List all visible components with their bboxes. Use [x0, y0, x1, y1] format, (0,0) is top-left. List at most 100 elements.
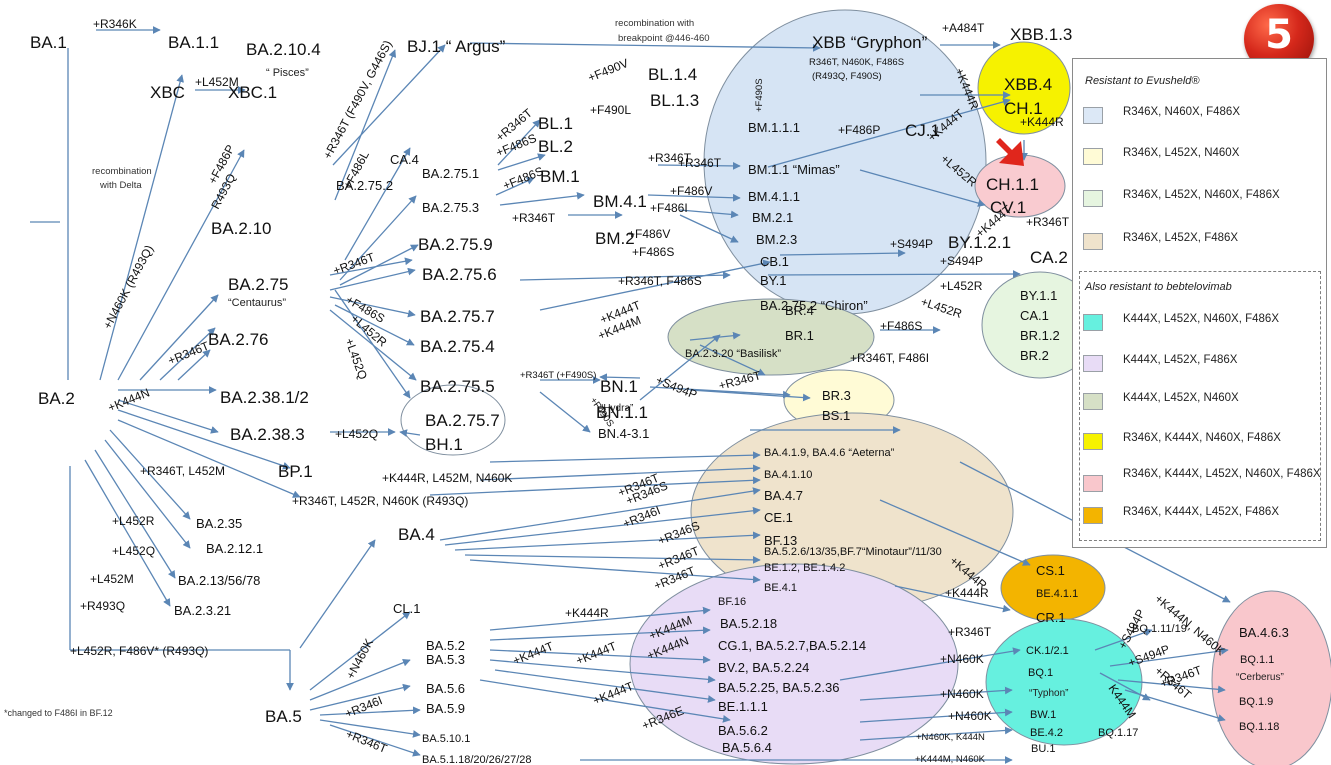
lineage-label: BA.2.75.2 — [336, 178, 393, 193]
lineage-label: BQ.1.17 — [1098, 727, 1138, 739]
lineage-label: BJ.1 “ Argus” — [407, 37, 506, 56]
lineage-label: BQ.1.9 — [1239, 696, 1273, 708]
mutation-label: +F486V — [628, 227, 670, 241]
connector-line — [104, 439, 191, 549]
lineage-label: BA.5.3 — [426, 652, 465, 667]
lineage-label: BN.4-3.1 — [598, 426, 649, 441]
lineage-label: CJ.1 — [905, 121, 940, 140]
lineage-label: BE.4.2 — [1030, 727, 1063, 739]
connector-line — [99, 74, 184, 381]
mutation-label: +K444T — [574, 639, 619, 668]
mutation-label: +S494P — [654, 373, 699, 402]
connector-line — [639, 334, 721, 401]
lineage-label: BA.2.75.1 — [422, 166, 479, 181]
mutation-label: +R346T — [1026, 215, 1070, 229]
connector-line — [469, 42, 821, 52]
lineage-label: CA.4 — [390, 152, 419, 167]
connector-line — [699, 344, 766, 376]
br4-region — [667, 298, 875, 376]
mutation-label: +K444R — [945, 586, 989, 600]
lineage-label: BL.1.4 — [648, 65, 697, 84]
lineage-label: XBB.1.3 — [1010, 25, 1072, 44]
mutation-label: +R346K — [93, 17, 137, 31]
nickname-label: “Hydra” — [600, 403, 633, 414]
lineage-label: BM.1 — [540, 167, 580, 186]
lineage-label: XBC.1 — [228, 83, 277, 102]
connector-line — [859, 169, 986, 207]
connector-line — [309, 611, 411, 691]
mutation-label: +F490L — [590, 103, 631, 117]
mutation-label: (R493Q, F490S) — [812, 71, 882, 82]
lineage-label: BA.4 — [398, 525, 435, 544]
mutation-label: +R346T — [512, 211, 556, 225]
connector-line — [879, 499, 1031, 566]
connector-line — [479, 464, 761, 481]
mutation-label: +L452R — [940, 279, 983, 293]
lineage-label: BR.1.2 — [1020, 328, 1060, 343]
lineage-label: BA.4.6.3 — [1239, 625, 1289, 640]
mutation-label: +N460K (R493Q) — [100, 243, 156, 332]
mutation-label: +K444R — [565, 606, 609, 620]
legend-entry-label: R346X, K444X, L452X, F486X — [1123, 506, 1279, 518]
lineage-label: BA.4.7 — [764, 488, 803, 503]
mutation-label: +L452R, F486V* (R493Q) — [70, 644, 208, 658]
lineage-label: BS.1 — [822, 408, 850, 423]
connector-line — [329, 724, 421, 757]
connector-line — [309, 683, 411, 711]
connector-line — [779, 249, 906, 258]
lineage-label: BA.2.10.4 — [246, 40, 321, 59]
lineage-label: XBC — [150, 83, 185, 102]
connector-line — [454, 531, 761, 551]
connector-line — [339, 195, 417, 281]
lineage-label: BQ.1.1 — [1240, 654, 1274, 666]
mutation-label: +R346T, F486S — [618, 274, 702, 288]
connector-line — [177, 349, 211, 381]
mutation-label: +L452Q — [335, 427, 378, 441]
lineage-label: BF.16 — [718, 596, 746, 608]
connector-line — [497, 119, 541, 166]
lineage-label: CE.1 — [764, 510, 793, 525]
lineage-label: CA.1 — [1020, 308, 1049, 323]
connector-line — [117, 409, 291, 470]
connector-line — [429, 476, 761, 496]
connector-line — [489, 649, 711, 664]
connector-line — [334, 49, 397, 201]
legend-entry: R346X, L452X, F486X — [1083, 232, 1323, 254]
mutation-label: +F486S — [501, 164, 546, 193]
connector-line — [767, 270, 1021, 278]
lineage-label: BA.2.35 — [196, 516, 242, 531]
legend-entry-label: R346X, L452X, N460X — [1123, 147, 1240, 159]
mutation-label: +R346T, F486I — [850, 351, 929, 365]
lineage-label: BM.2.3 — [756, 232, 797, 247]
connector-line — [334, 304, 415, 346]
lineage-label: BY.1.1 — [1020, 288, 1057, 303]
connector-line — [444, 506, 761, 546]
note-label: breakpoint @446-460 — [618, 33, 710, 44]
lineage-label: CS.1 — [1036, 563, 1065, 578]
legend-swatch — [1083, 355, 1103, 372]
connector-line — [464, 554, 761, 564]
lineage-label: BR.4 — [785, 303, 814, 318]
connector-line — [1117, 679, 1226, 694]
connector-line — [329, 257, 413, 276]
connector-line — [329, 296, 416, 318]
lineage-label: BM.1.1.1 — [748, 120, 800, 135]
connector-line — [859, 708, 1013, 723]
legend-swatch — [1083, 433, 1103, 450]
legend-entry: R346X, L452X, N460X, F486X — [1083, 189, 1323, 211]
lineage-label: BW.1 — [1030, 709, 1056, 721]
mutation-label: +N460K — [948, 709, 992, 723]
lineage-label: BA.4.1.10 — [764, 469, 812, 481]
connector-line — [309, 658, 411, 701]
mutation-label: +N460K — [343, 636, 376, 681]
legend-entry: K444X, L452X, N460X, F486X — [1083, 313, 1323, 335]
lineage-label: BE.1.2, BE.1.4.2 — [764, 562, 845, 574]
connector-line — [649, 386, 791, 399]
legend-entry: K444X, L452X, F486X — [1083, 354, 1323, 376]
legend-entry: R346X, L452X, N460X — [1083, 147, 1323, 169]
connector-line — [479, 679, 731, 723]
note-label: recombination with — [615, 18, 694, 29]
lineage-label: BA.5.6 — [426, 681, 465, 696]
connector-line — [399, 429, 421, 437]
